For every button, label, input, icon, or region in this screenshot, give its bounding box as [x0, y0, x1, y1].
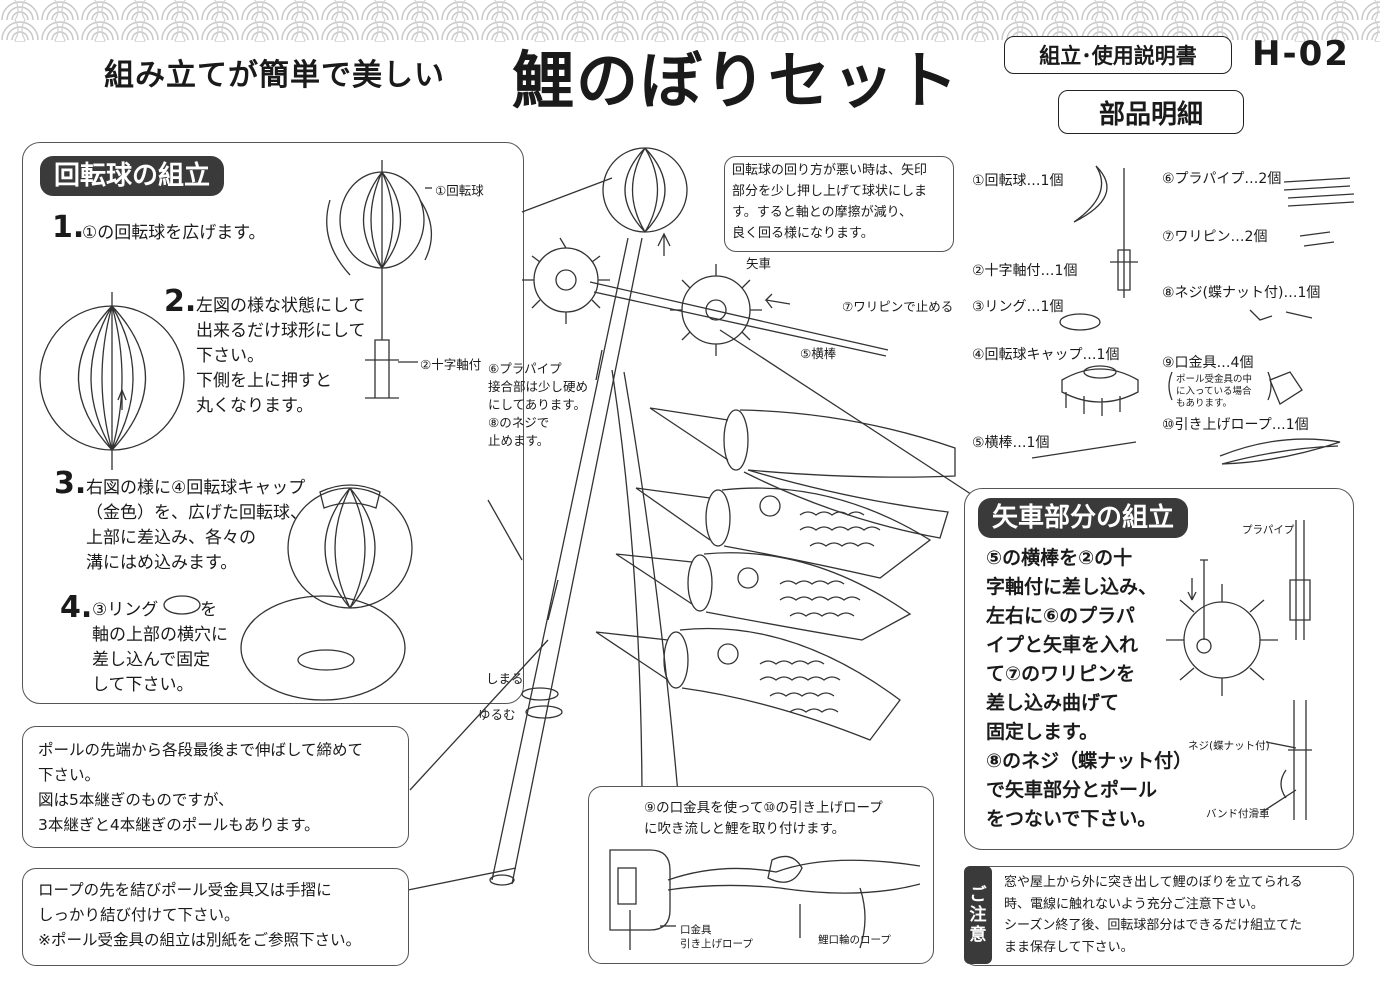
manual-label: 組立･使用説明書 — [1004, 36, 1232, 74]
wave-pattern-border — [0, 0, 1380, 42]
ball-sphere-illustration — [39, 292, 185, 470]
part-3: ③リング…1個 — [972, 299, 1064, 315]
step-1-text: ①の回転球を広げます。 — [82, 223, 266, 243]
yaguruma-text: ⑤の横棒を②の十 字軸付に差し込み、 左右に⑥のプラパ イプと矢車を入れ て⑦の… — [986, 547, 1193, 830]
label-cross-axis: ②十字軸付 — [420, 357, 482, 372]
step-4-number: 4. — [60, 590, 93, 625]
ball-open-illustration — [326, 160, 433, 399]
callout-box — [724, 156, 954, 252]
callout-text: 回転球の回り方が悪い時は、矢印 部分を少し押し上げて球状にしま す。すると軸との… — [732, 163, 928, 241]
step-2-number: 2. — [164, 284, 197, 319]
part-6: ⑥プラパイプ…2個 — [1162, 171, 1282, 187]
label-koi-rope: 鯉口輪のロープ — [818, 934, 891, 946]
caution-text: 窓や屋上から外に突き出して鯉のぼりを立てられる 時、電線に触れないよう充分ご注意… — [1004, 875, 1303, 955]
subtitle: 組み立てが簡単で美しい — [104, 58, 445, 93]
yaguruma-panel — [964, 488, 1354, 850]
caution-tag: ご 注 意 — [964, 866, 992, 964]
label-yaguruma: 矢車 — [746, 256, 772, 271]
caution-tag-char-1: ご — [969, 885, 987, 905]
label-tighten: しまる — [486, 671, 524, 686]
part-10: ⑩引き上げロープ…1個 — [1162, 417, 1309, 433]
part-4: ④回転球キャップ…1個 — [972, 347, 1120, 363]
pipe-note: ⑥プラパイプ 接合部は少し硬め にしてあります。 ⑧のネジで 止めます。 — [488, 361, 589, 448]
rope-note-box — [22, 868, 409, 966]
label-rope: 引き上げロープ — [680, 938, 753, 950]
label-pulley: バンド付滑車 — [1206, 808, 1270, 820]
part-2: ②十字軸付…1個 — [972, 263, 1078, 279]
label-loosen: ゆるむ — [478, 707, 516, 722]
part-7: ⑦ワリピン…2個 — [1162, 229, 1268, 245]
label-pipe: プラパイプ — [1242, 524, 1295, 536]
parts-heading-text: 部品明細 — [1098, 99, 1203, 130]
manual-label-text: 組立･使用説明書 — [1039, 44, 1197, 68]
caution-box — [964, 866, 1354, 966]
parts-note: ポール受金具の中 に入っている場合 もあります。 — [1176, 374, 1253, 409]
mouth-fitting-panel — [588, 786, 934, 964]
label-cross-bar: ⑤横棒 — [800, 346, 837, 361]
pole-note-text: ポールの先端から各段最後まで伸ばして締めて 下さい。 図は5本継ぎのものですが、… — [38, 741, 364, 834]
part-1: ①回転球…1個 — [972, 173, 1064, 189]
yaguruma-heading: 矢車部分の組立 — [978, 498, 1189, 538]
rope-note-text: ロープの先を結びポール受金具又は手摺に しっかり結び付けて下さい。 ※ポール受金… — [38, 881, 361, 949]
label-screw: ネジ(蝶ナット付) — [1188, 740, 1270, 752]
mouth-fitting-text: ⑨の口金具を使って⑩の引き上げロープ に吹き流しと鯉を取り付けます。 — [644, 800, 883, 837]
page-title: 鯉のぼりセット — [512, 44, 961, 117]
ball-cap-illustration — [287, 484, 413, 609]
rotating-ball-heading: 回転球の組立 — [40, 156, 225, 196]
step-1-number: 1. — [52, 210, 85, 245]
part-8: ⑧ネジ(蝶ナット付)…1個 — [1162, 285, 1321, 301]
step-4-text-a: ③リング — [92, 600, 159, 620]
parts-heading: 部品明細 — [1058, 90, 1244, 134]
caution-tag-char-2: 注 — [969, 905, 987, 925]
step-4-text-b: を 軸の上部の横穴に 差し込んで固定 して下さい。 — [92, 600, 228, 695]
label-fitting: 口金具 — [680, 924, 712, 936]
model-code: H-02 — [1252, 34, 1350, 74]
step-2-text: 左図の様な状態にして 出来るだけ球形にして 下さい。 下側を上に押すと 丸くなり… — [196, 296, 366, 416]
step-3-number: 3. — [54, 466, 87, 501]
part-9: ⑨口金具…4個 — [1162, 355, 1254, 371]
part-5: ⑤横棒…1個 — [972, 435, 1050, 451]
step-3-text: 右図の様に④回転球キャップ （金色）を、広げた回転球、 上部に差込み、各々の 溝… — [86, 478, 307, 573]
pole-note-box — [22, 726, 409, 848]
label-wari-pin: ⑦ワリピンで止める — [842, 299, 954, 314]
ring-illustration — [163, 595, 406, 701]
caution-tag-char-3: 意 — [969, 925, 987, 945]
label-ball: ①回転球 — [435, 183, 484, 198]
